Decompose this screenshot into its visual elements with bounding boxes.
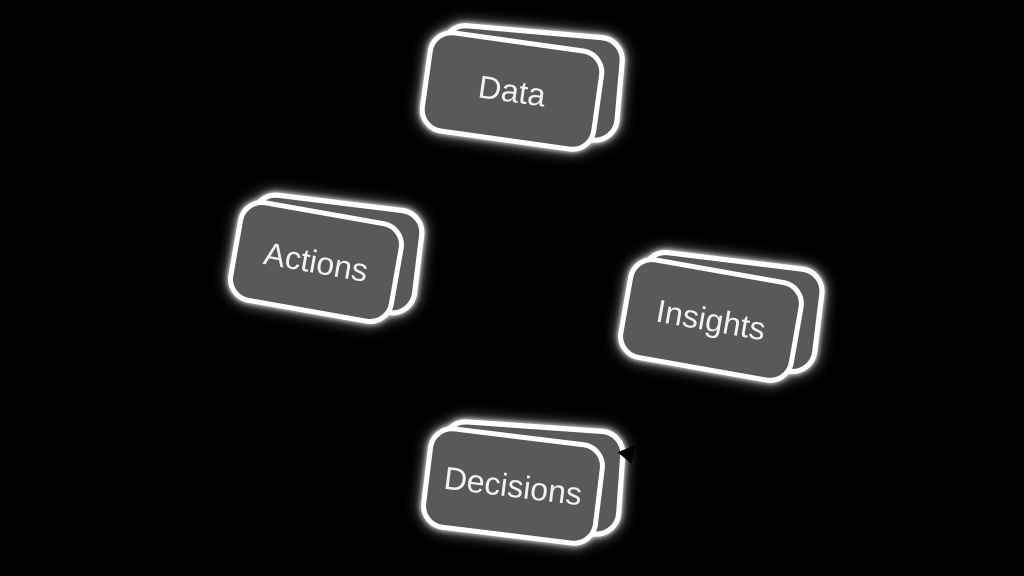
node-decisions: Decisions — [418, 417, 628, 549]
node-label: Data — [476, 67, 549, 114]
node-label: Decisions — [442, 459, 585, 512]
node-insights: Insights — [614, 247, 828, 387]
node-actions: Actions — [224, 189, 428, 328]
node-data: Data — [416, 21, 627, 155]
node-label: Actions — [261, 234, 371, 289]
node-face: Decisions — [418, 423, 608, 549]
node-label: Insights — [653, 292, 769, 347]
